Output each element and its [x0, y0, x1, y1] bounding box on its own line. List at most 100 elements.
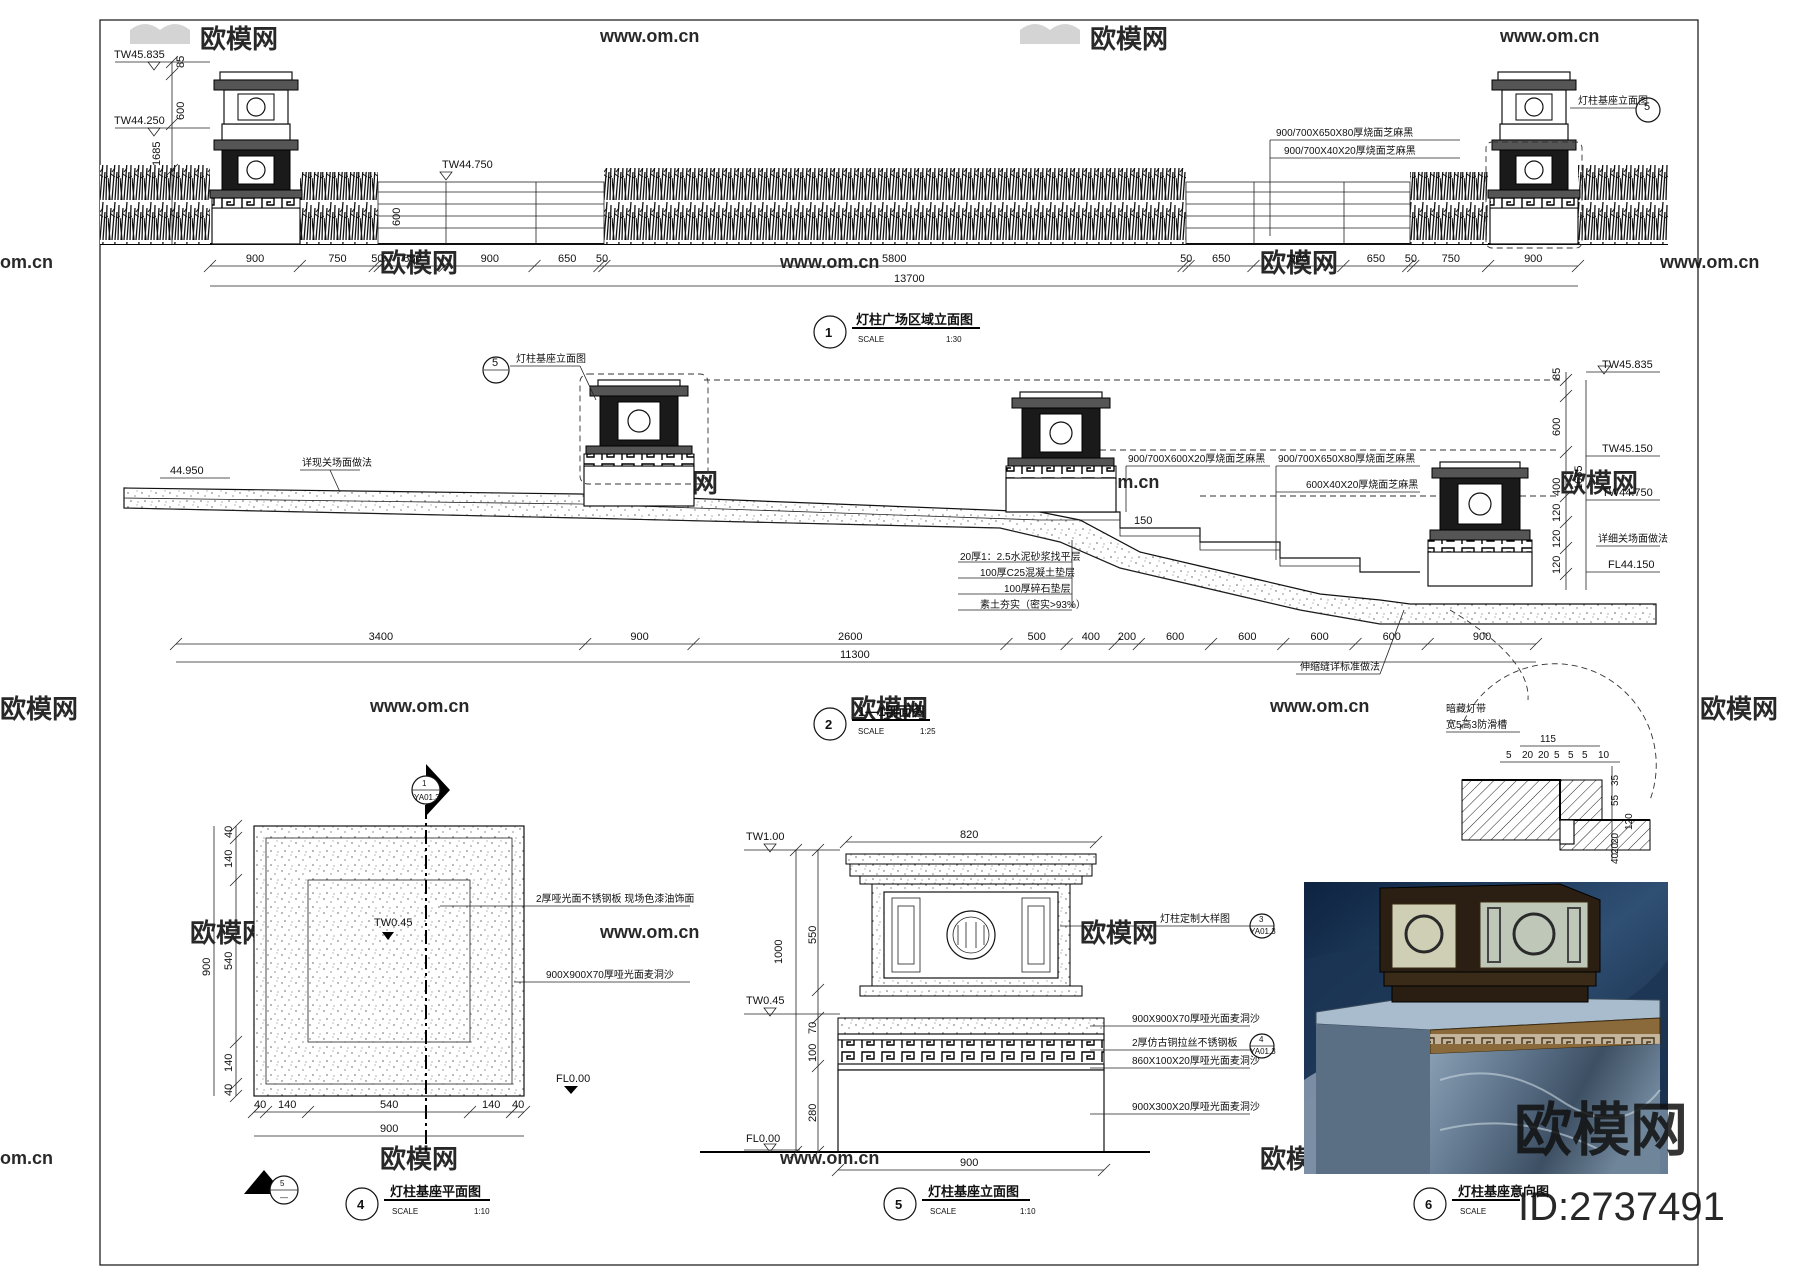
view5-dim-4: 280 [807, 1104, 819, 1122]
view2-layer-notes: 20厚1：2.5水泥砂浆找平层 100厚C25混凝土垫层 100厚碎石垫层 素土… [958, 540, 1086, 611]
view6-title-block: 6 灯柱基座意向图 SCALE [1413, 1184, 1549, 1221]
view5-callout4: 4 [1259, 1035, 1264, 1044]
view1-level-top: TW45.835 [114, 49, 165, 61]
view5-base-slab [837, 1017, 1105, 1035]
view2-dim-bottom-2: 2600 [838, 631, 862, 643]
view1-dim-bottom-4: 900 [481, 253, 499, 265]
view5-plinth [837, 1069, 1105, 1153]
view2-layer-4: 素土夯实（密实>93%） [980, 598, 1086, 611]
detail-dim-side-0: 35 [1610, 774, 1621, 786]
watermark-url: www.om.cn [1499, 26, 1599, 46]
view2-layer-3: 100厚碎石垫层 [1004, 582, 1071, 595]
detail-dim-side-3: 20 [1610, 832, 1621, 844]
view2-left-level: 44.950 [170, 465, 204, 477]
view2-lamp-post-upper [579, 373, 709, 507]
view2-dim-1: 85 [1551, 368, 1563, 380]
view2-dim-bottom-6: 600 [1166, 631, 1184, 643]
view4-dim-left-1: 140 [223, 850, 235, 868]
view2-level-floor: FL44.150 [1608, 559, 1654, 571]
view1-dim-bottom-2: 50 [371, 253, 383, 265]
view2-section: 150 [123, 352, 1668, 741]
view6-number: 6 [1425, 1197, 1432, 1212]
view4-outer-slab [253, 825, 525, 1097]
view5-fret-band [837, 1039, 1105, 1065]
view1-shrub-left [100, 165, 210, 244]
view1-dim-bottom-7: 5800 [882, 253, 906, 265]
view1-dim-bottom-1: 750 [328, 253, 346, 265]
view1-shrub-center [604, 168, 1186, 244]
view2-dim-6: 120 [1551, 530, 1563, 548]
view4-callout-num: 5 [280, 1179, 285, 1188]
view1-callout-circle [1635, 97, 1661, 123]
view5-note-5: 900X300X20厚哑光面麦洞沙 [1132, 1100, 1260, 1113]
view5-level-2: TW0.45 [746, 995, 785, 1007]
detail-dim-top-6: 5 [1582, 750, 1588, 761]
view2-dim-4: 1685 [1573, 466, 1585, 490]
view1-lamp-post-right [1485, 71, 1583, 249]
view4-dim-bottom-2: 540 [380, 1099, 398, 1111]
view6-photo: 欧模网 ID:2737491 6 灯柱基座意向图 SCALE [1304, 882, 1725, 1229]
view4-callout-marker: 5 — [244, 1170, 299, 1205]
detail-dim-top-1: 5 [1506, 750, 1512, 761]
watermark-url: om.cn [0, 252, 53, 272]
view2-callout-number: 5 [492, 357, 498, 369]
detail-note-1: 暗藏灯带 [1446, 702, 1486, 715]
view2-number: 2 [825, 717, 832, 732]
view2-note-6: 详细关场面做法 [1598, 532, 1668, 545]
detail-dim-top-4: 5 [1554, 750, 1560, 761]
view1-level-rail: TW44.750 [442, 159, 493, 171]
watermark-url: www.om.cn [599, 26, 699, 46]
view1-shrub-right [1578, 165, 1668, 244]
view1-dim-bottom-12: 50 [1405, 253, 1417, 265]
view5-level-1: TW1.00 [746, 831, 785, 843]
view4-scale: 1:10 [474, 1207, 490, 1216]
view2-scale-label: SCALE [858, 727, 884, 736]
watermark-logo: 欧模网 [1260, 248, 1338, 278]
detail-note-2: 宽5高3防滑槽 [1446, 718, 1507, 731]
view4-scale-label: SCALE [392, 1207, 418, 1216]
watermark-logo: 欧模网 [1090, 24, 1168, 54]
view2-step-label: 150 [1134, 515, 1152, 527]
view5-dim-top: 820 [960, 829, 978, 841]
view1-callout: 5 [1644, 101, 1650, 113]
view1-dim-base: 1685 [151, 142, 163, 166]
view2-layer-1: 20厚1：2.5水泥砂浆找平层 [960, 550, 1081, 563]
detail-dim-top-0: 115 [1540, 734, 1556, 745]
watermark-url: om.cn [0, 1148, 53, 1168]
view4-total-left: 900 [201, 958, 213, 976]
view4-note-1: 2厚哑光面不锈钢板 现场色漆油饰面 [536, 892, 694, 905]
view4-dim-left-3: 140 [223, 1054, 235, 1072]
view2-total: 11300 [840, 649, 870, 661]
watermark-logo-icon [130, 24, 190, 44]
view1-note-3: 灯柱基座立面图 [1578, 94, 1648, 107]
view5-note-4: 860X100X20厚哑光面麦洞沙 [1132, 1054, 1260, 1067]
view1-lamp-post-left [209, 71, 303, 245]
view1-number-circle [813, 315, 847, 349]
detail-dim-side-2: 120 [1624, 813, 1635, 830]
watermark-url: www.om.cn [1659, 252, 1759, 272]
watermark-logo: 欧模网 [1080, 918, 1158, 948]
watermark-logo: 欧模网 [0, 694, 78, 724]
view2-lamp-post-lower [1427, 461, 1533, 587]
view5-dim-bottom: 900 [960, 1157, 978, 1169]
view5-dim-total: 1000 [773, 940, 785, 964]
view2-bottom-note: 伸缩缝详标准做法 [1300, 660, 1380, 673]
view2-note-5: 600X40X20厚烧面芝麻黑 [1306, 478, 1418, 491]
view4-dim-left-2: 540 [223, 952, 235, 970]
view1-dim-rail: 600 [391, 208, 403, 226]
view4-section-marker: 1 YA01.3 [411, 764, 450, 816]
view1-dim-bottom-0: 900 [246, 253, 264, 265]
detail-dim-top-2: 20 [1522, 750, 1534, 761]
view2-note-3: 900/700X600X20厚烧面芝麻黑 [1128, 452, 1265, 465]
view5-number: 5 [895, 1197, 902, 1212]
detail-dim-top-5: 5 [1568, 750, 1574, 761]
detail-dim-side-4: 20 [1610, 842, 1621, 854]
view4-dim-bottom-3: 140 [482, 1099, 500, 1111]
view5-scale-label: SCALE [930, 1207, 956, 1216]
view1-dim-bottom-5: 650 [558, 253, 576, 265]
view1-note-2: 900/700X40X20厚烧面芝麻黑 [1284, 144, 1416, 157]
view4-dim-left-4: 40 [223, 1084, 235, 1096]
view5-title: 灯柱基座立面图 [928, 1184, 1019, 1199]
